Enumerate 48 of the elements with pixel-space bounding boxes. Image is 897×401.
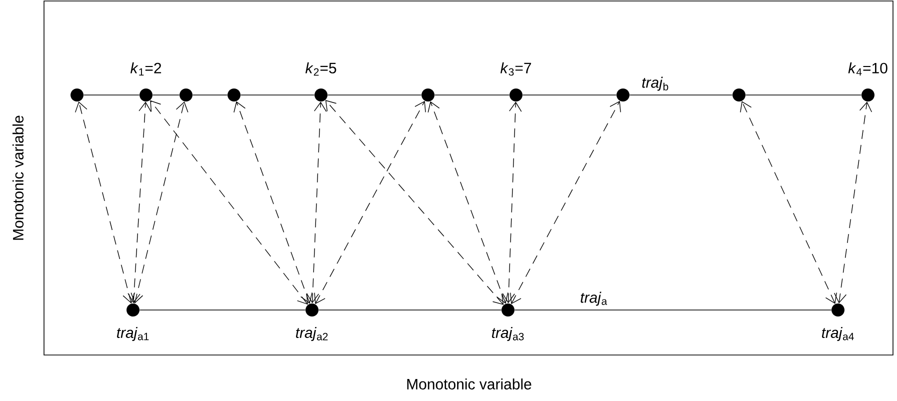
point-label: k$_{2}$=5 bbox=[305, 62, 336, 76]
dot bbox=[502, 303, 514, 316]
dashed-arrow bbox=[834, 102, 872, 304]
edge-label: traj$_{a}$ bbox=[579, 290, 609, 307]
dashed-arrow bbox=[306, 102, 327, 304]
dot bbox=[140, 88, 153, 102]
dot bbox=[70, 88, 84, 102]
trajectory-line bbox=[522, 94, 617, 96]
dot bbox=[126, 303, 140, 316]
dashed-arrow bbox=[428, 101, 508, 304]
dashed-arrow bbox=[234, 101, 312, 304]
dot bbox=[180, 88, 193, 102]
dashed-arrow bbox=[325, 100, 504, 305]
dot bbox=[510, 88, 522, 102]
dashed-arrow bbox=[314, 100, 426, 304]
trajectory-line bbox=[240, 94, 315, 96]
trajectory-line bbox=[83, 94, 140, 96]
point-label: traj$_{a1}$ bbox=[117, 327, 149, 341]
trajectory-line bbox=[192, 94, 228, 96]
trajectory-line bbox=[629, 94, 733, 96]
point-label: k$_{4}$=10 bbox=[848, 62, 888, 76]
dot bbox=[732, 88, 746, 102]
dashed-arrow bbox=[150, 100, 308, 305]
dot bbox=[616, 88, 630, 102]
trajectory-line bbox=[152, 94, 180, 96]
trajectory-line bbox=[434, 94, 510, 96]
dashed-arrow bbox=[502, 102, 522, 304]
dot bbox=[862, 88, 874, 102]
dashed-arrow bbox=[74, 101, 136, 304]
axis-label: Monotonic variable bbox=[407, 378, 532, 390]
dot bbox=[228, 88, 240, 102]
dashed-arrow bbox=[740, 101, 837, 304]
point-label: traj$_{a2}$ bbox=[296, 327, 328, 341]
trajectory-line bbox=[327, 94, 422, 96]
dot bbox=[306, 303, 318, 316]
dot bbox=[832, 303, 844, 316]
dashed-arrow bbox=[130, 102, 188, 304]
axis-label: Monotonic variable bbox=[12, 116, 24, 240]
dot bbox=[422, 88, 434, 102]
point-label: traj$_{a3}$ bbox=[492, 327, 524, 341]
dot bbox=[314, 88, 328, 102]
point-label: traj$_{a4}$ bbox=[822, 327, 854, 341]
dashed-arrow bbox=[510, 100, 621, 304]
dashed-arrow bbox=[128, 102, 152, 304]
trajectory-line bbox=[745, 94, 862, 96]
point-label: k$_{3}$=7 bbox=[500, 62, 532, 76]
edge-label: traj$_{b}$ bbox=[640, 76, 670, 92]
point-label: k$_{1}$=2 bbox=[130, 62, 162, 76]
